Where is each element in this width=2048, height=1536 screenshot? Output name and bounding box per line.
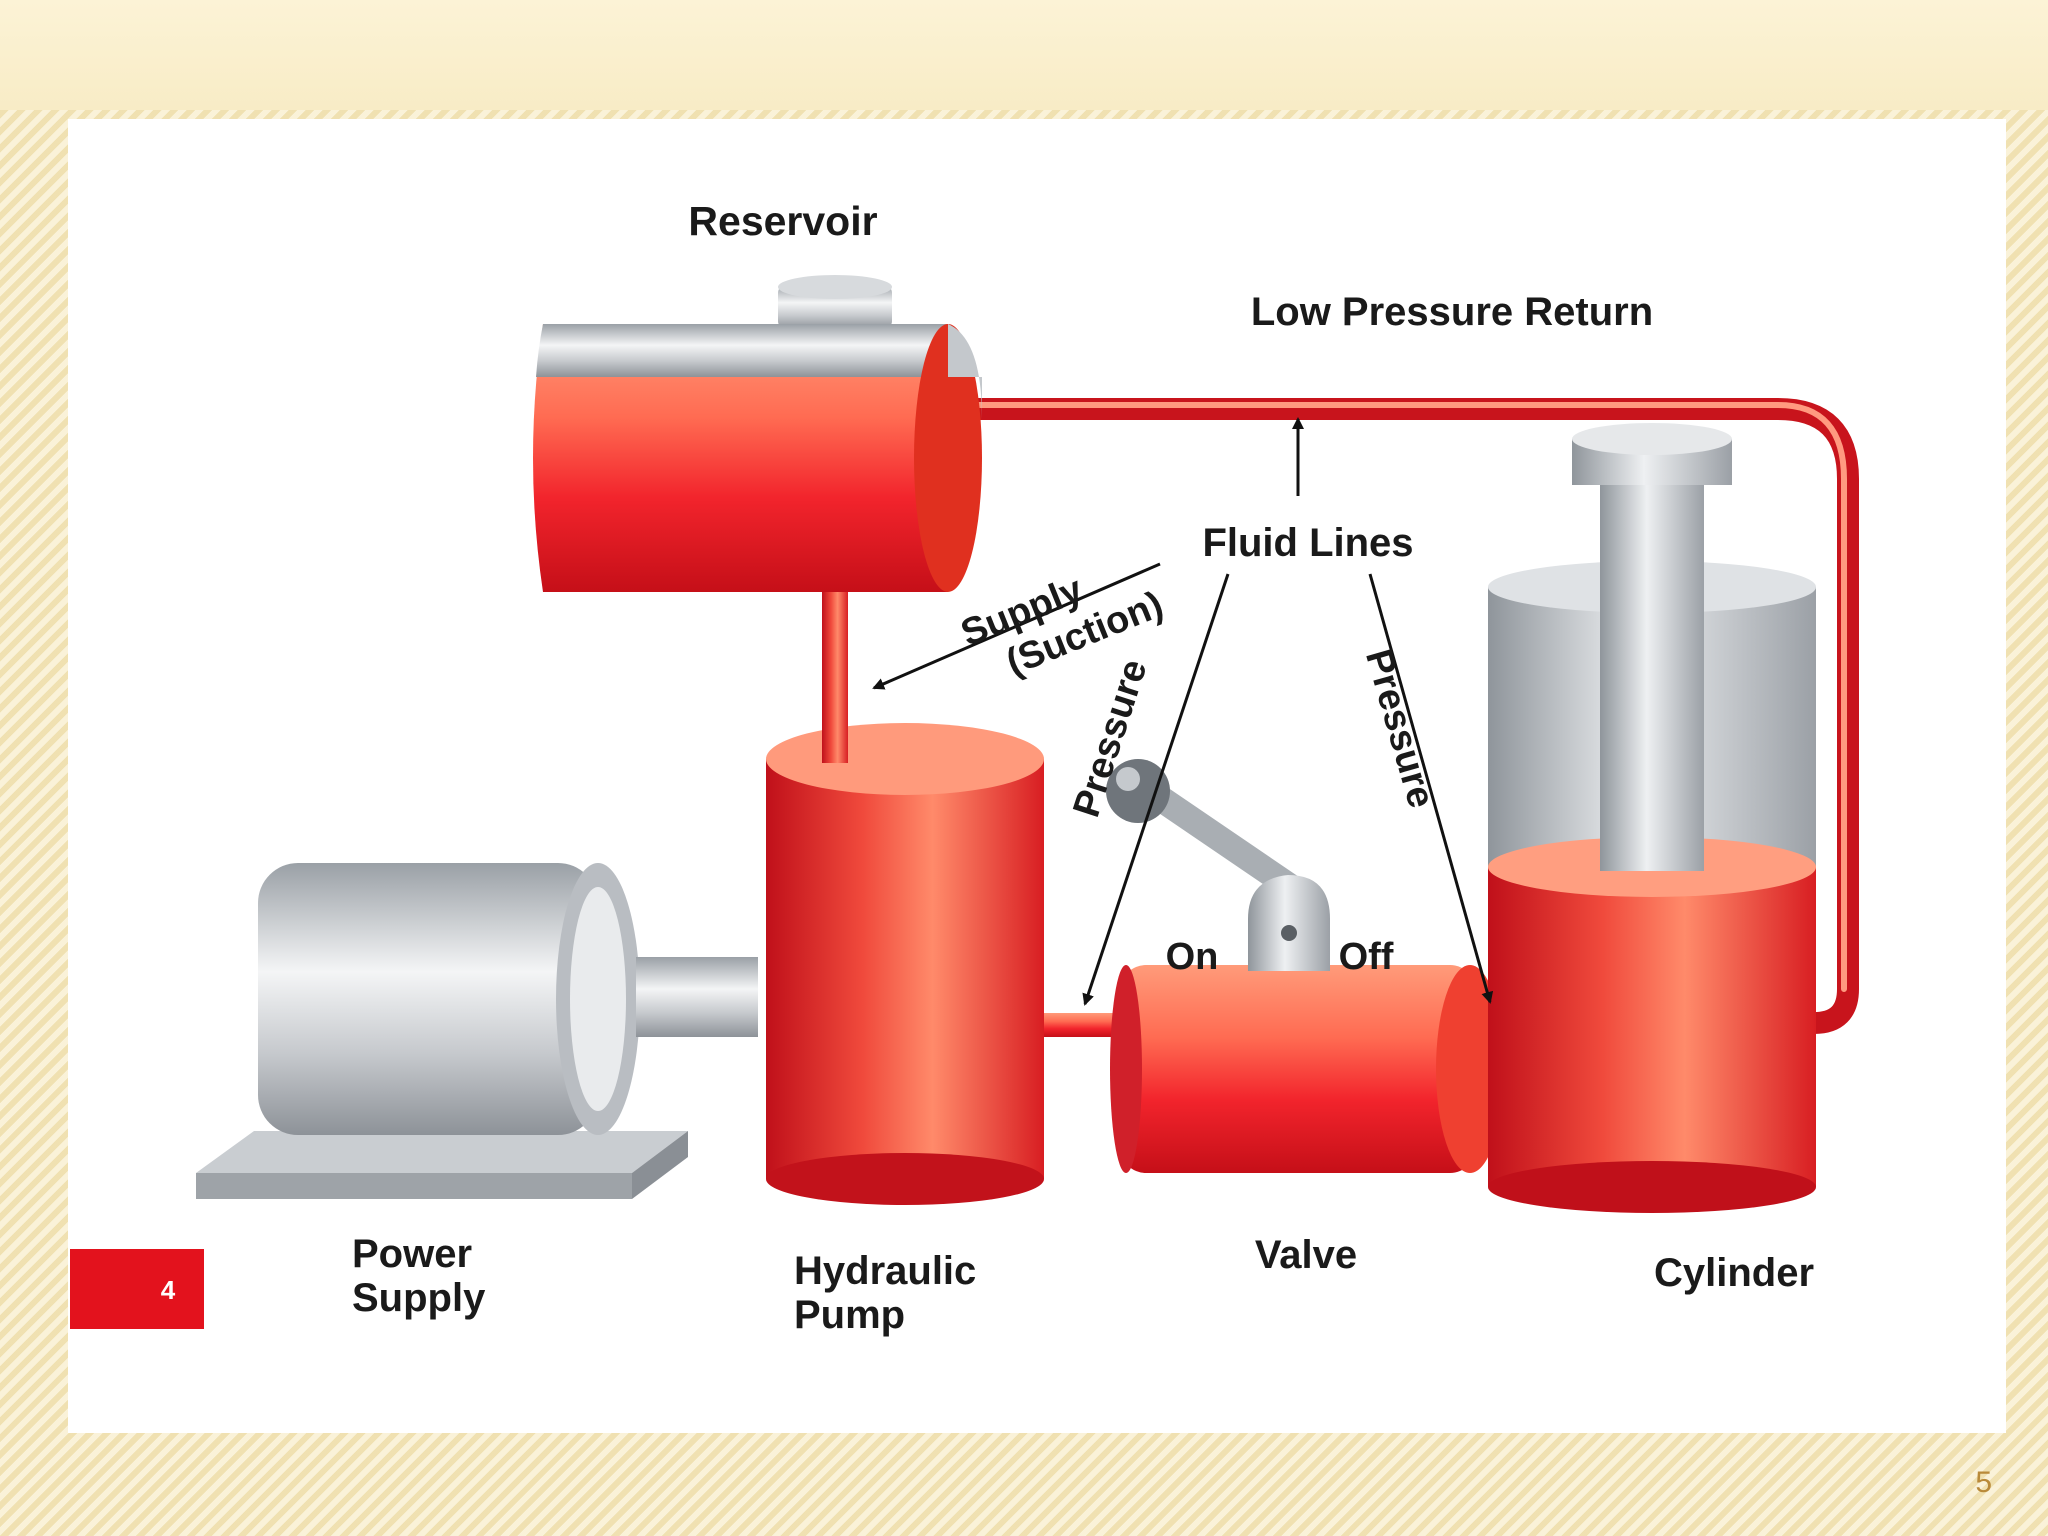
slide-page-number: 5	[1975, 1466, 1992, 1499]
valve-label: Valve	[1255, 1233, 1357, 1277]
return-fluid-line	[925, 398, 1859, 1034]
hydraulic-pump-label-line2: Pump	[794, 1293, 905, 1337]
reservoir-label: Reservoir	[688, 198, 877, 244]
valve-on-label: On	[1166, 936, 1219, 978]
fluid-lines-label: Fluid Lines	[1202, 521, 1413, 565]
figure-number-badge	[70, 1249, 204, 1329]
cylinder-label: Cylinder	[1654, 1251, 1814, 1295]
arrow-to-cylinder-pressure-line	[1368, 573, 1494, 1004]
valve-off-label: Off	[1339, 936, 1394, 978]
cylinder-piston-rod	[1600, 459, 1704, 871]
hydraulic-cylinder	[1488, 423, 1816, 1213]
reservoir-tank	[533, 275, 982, 592]
arrow-to-pump-pressure-line	[1082, 573, 1230, 1006]
valve-lever	[1106, 759, 1330, 971]
hydraulic-pump	[766, 719, 1044, 1205]
arrow-to-supply-line	[872, 562, 1161, 690]
diagram-panel: Reservoir Low Pressure Return Fluid Line…	[68, 119, 2006, 1433]
valve-body	[1110, 965, 1504, 1173]
power-supply-motor	[196, 863, 758, 1199]
low-pressure-return-label: Low Pressure Return	[1251, 290, 1653, 334]
hydraulic-system-diagram: Reservoir Low Pressure Return Fluid Line…	[70, 198, 1859, 1337]
power-supply-label-line1: Power	[352, 1232, 472, 1276]
pressure-label-right: Pressure	[1357, 645, 1442, 813]
hydraulic-pump-label-line1: Hydraulic	[794, 1249, 976, 1293]
figure-number-text: 4	[161, 1275, 176, 1305]
motor-shaft	[636, 957, 758, 1037]
slide-top-band	[0, 0, 2048, 110]
power-supply-label-line2: Supply	[352, 1276, 486, 1320]
